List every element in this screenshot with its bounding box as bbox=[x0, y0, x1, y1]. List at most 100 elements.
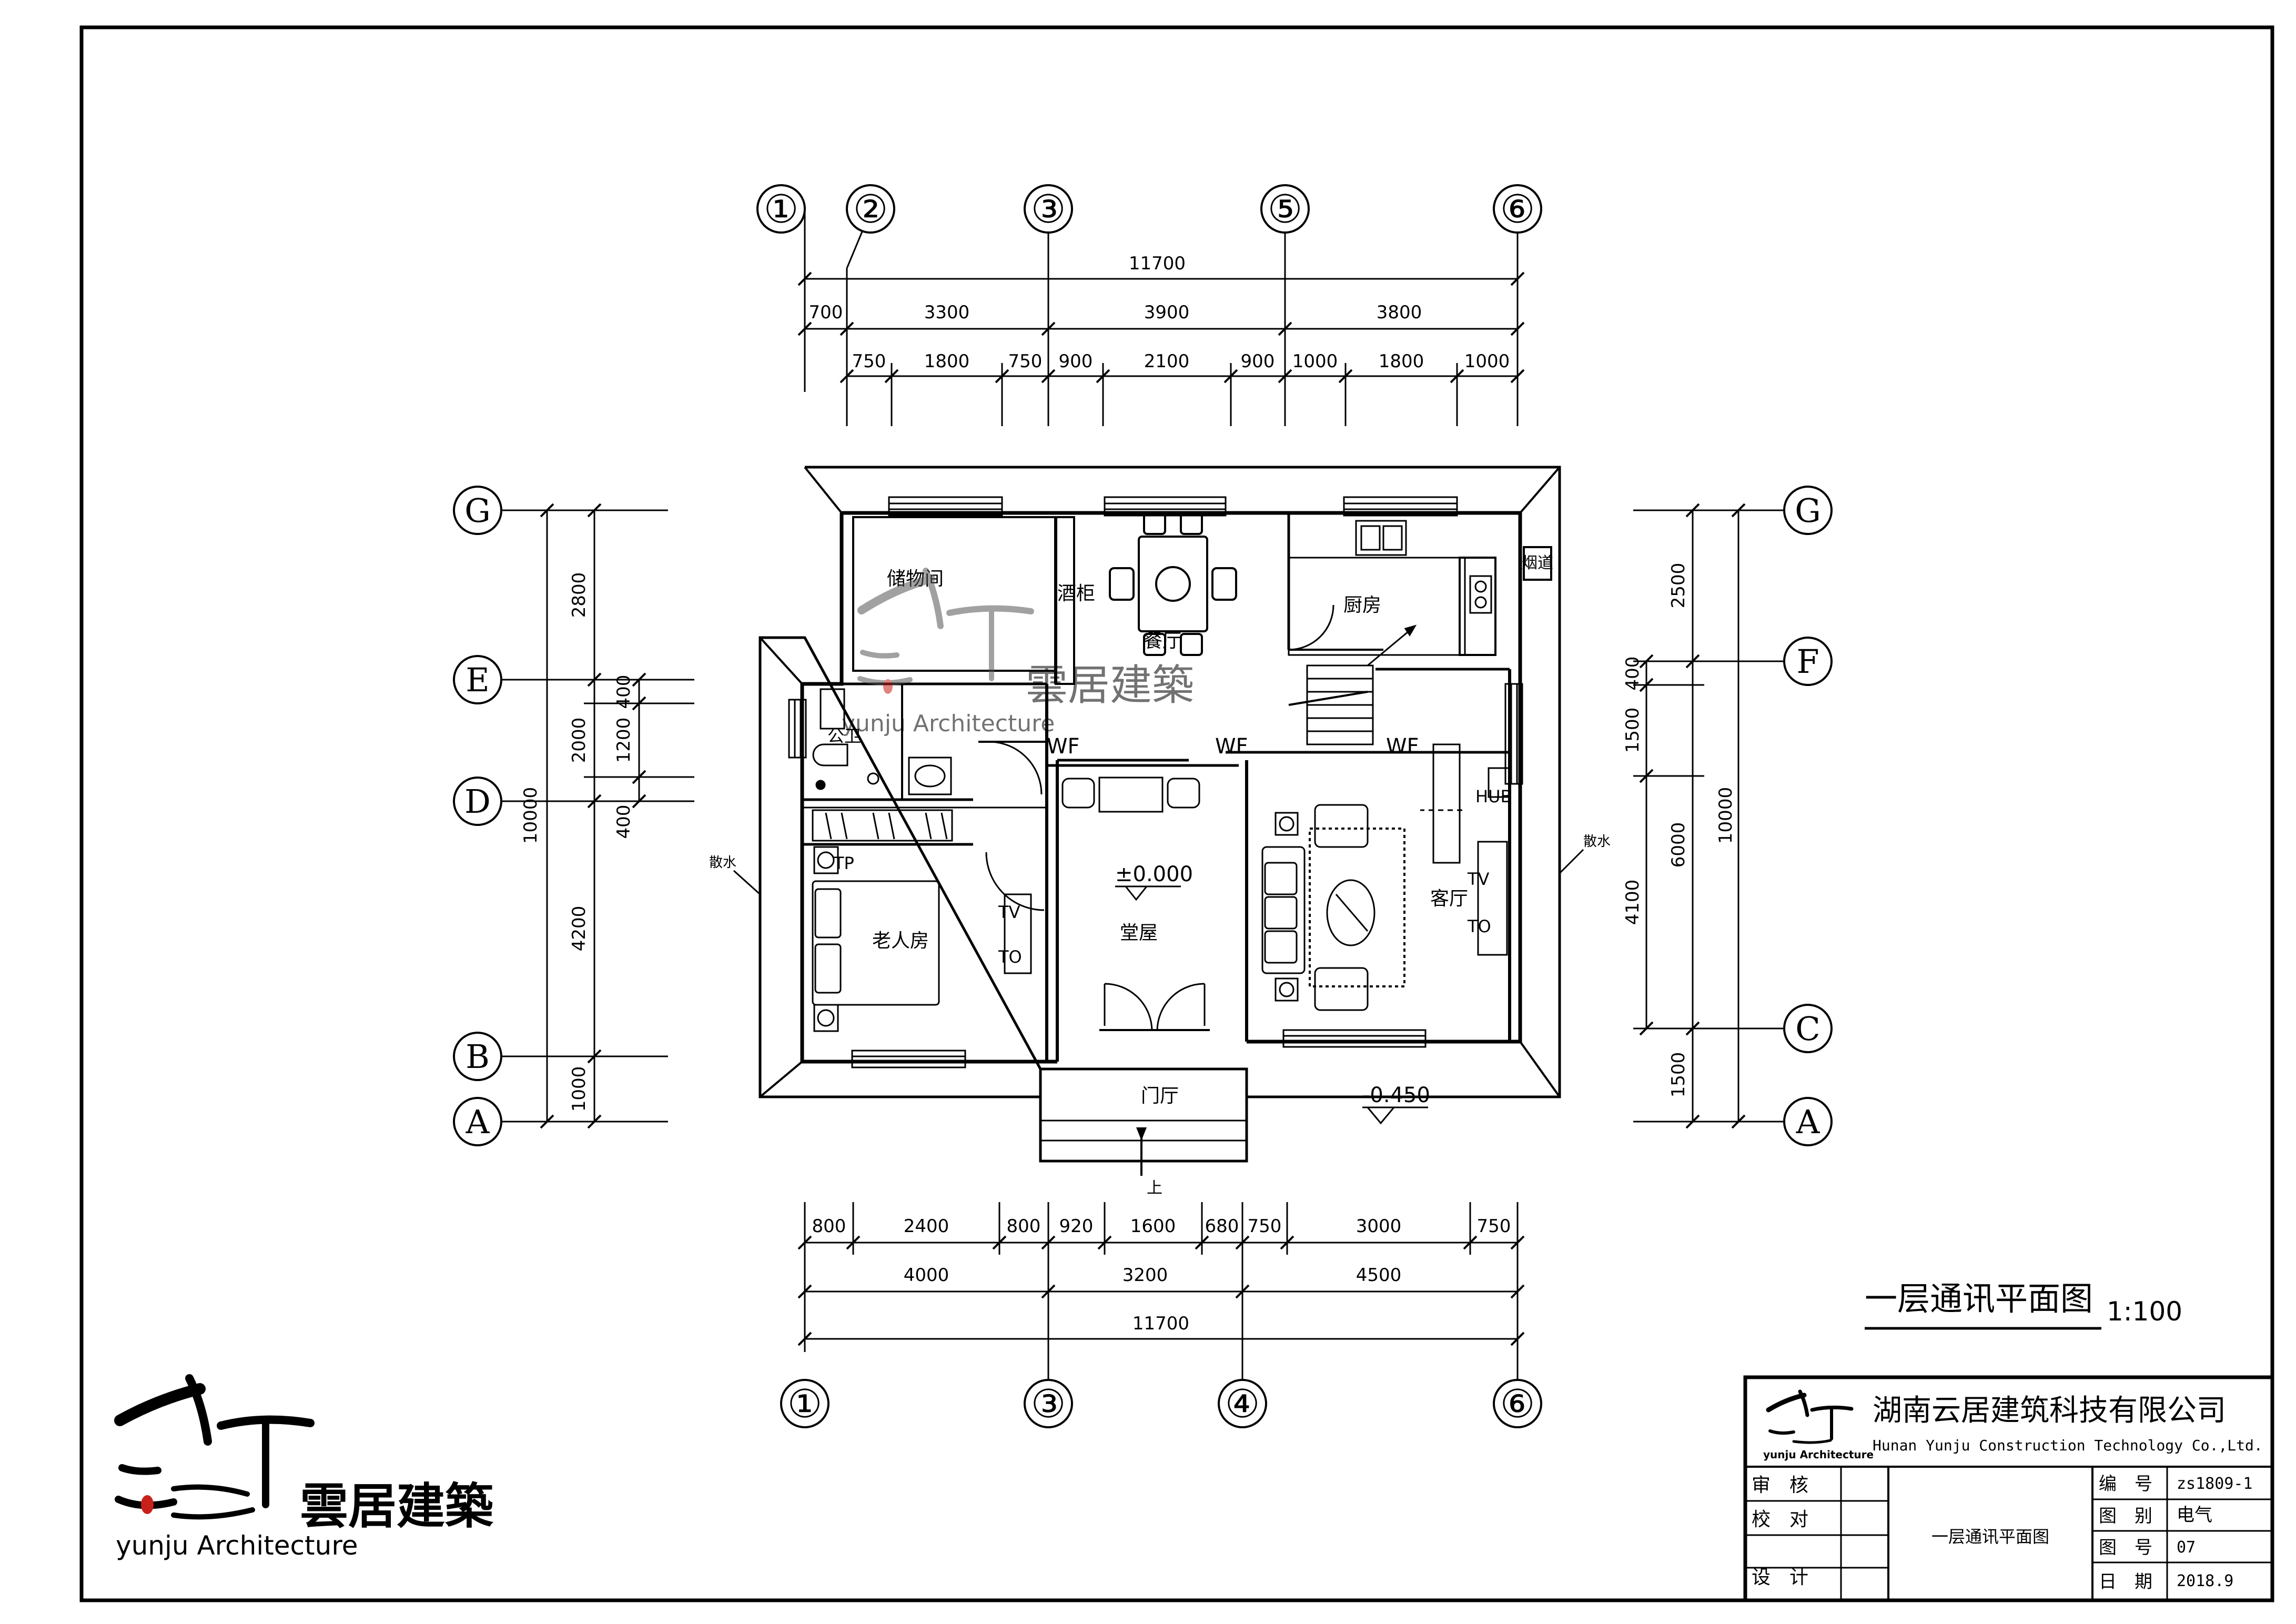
label-tp: TP bbox=[833, 853, 854, 873]
dim-bottom-total: 11700 bbox=[1132, 1313, 1189, 1334]
dim-left-inner-1: 400 bbox=[613, 675, 634, 709]
dim-left-inner-2: 1200 bbox=[613, 718, 634, 763]
axis-left-e: E bbox=[466, 661, 489, 699]
axis-top-2: ② bbox=[853, 187, 888, 232]
label-wf-2: WF bbox=[1215, 734, 1248, 759]
room-kitchen: 厨房 bbox=[1343, 594, 1381, 616]
drawing-title: 一层通讯平面图 bbox=[1865, 1279, 2093, 1318]
room-chimney: 烟道 bbox=[1522, 554, 1553, 572]
dim-left-part-3: 4200 bbox=[569, 906, 590, 952]
room-dining: 餐厅 bbox=[1144, 630, 1181, 652]
dim-bottom-mid-1: 4000 bbox=[904, 1265, 949, 1286]
axis-left-b: B bbox=[466, 1037, 490, 1076]
dim-top-fine-6: 900 bbox=[1241, 351, 1275, 372]
porch bbox=[1039, 1067, 1248, 1176]
label-up: 上 bbox=[1147, 1179, 1162, 1197]
label-to-elder: TO bbox=[998, 947, 1022, 967]
elder-room-furniture bbox=[812, 809, 1032, 1032]
row-value-category: 电气 bbox=[2177, 1505, 2212, 1526]
axis-right-f: F bbox=[1796, 642, 1819, 681]
dim-top-mid-3: 3900 bbox=[1144, 302, 1190, 323]
dim-bottom-fine-3: 800 bbox=[1007, 1216, 1041, 1237]
dim-left-part-4: 1000 bbox=[569, 1066, 590, 1112]
axis-bottom-4: ④ bbox=[1225, 1381, 1260, 1427]
axis-left-g: G bbox=[464, 491, 491, 530]
dim-bottom-fine-7: 750 bbox=[1248, 1216, 1282, 1237]
label-wf-1: WF bbox=[1047, 734, 1080, 759]
axis-right-a: A bbox=[1796, 1103, 1820, 1141]
dim-right-part-2: 6000 bbox=[1668, 822, 1689, 868]
label-design: 设 计 bbox=[1752, 1567, 1808, 1588]
label-tv-living: TV bbox=[1467, 869, 1490, 889]
row-value-date: 2018.9 bbox=[2177, 1572, 2233, 1590]
dim-bottom-fine-5: 1600 bbox=[1130, 1216, 1176, 1237]
title-block bbox=[1743, 1375, 2274, 1602]
dim-right-inner-3: 4100 bbox=[1622, 880, 1643, 925]
logo-english-name: yunju Architecture bbox=[116, 1530, 358, 1561]
room-hall: 堂屋 bbox=[1120, 922, 1158, 944]
row-value-number: zs1809-1 bbox=[2177, 1475, 2253, 1493]
dim-top-mid-2: 3300 bbox=[924, 302, 970, 323]
drawing-border bbox=[79, 25, 2274, 1602]
label-hub: HUB bbox=[1475, 786, 1512, 806]
label-check: 校 对 bbox=[1752, 1509, 1808, 1530]
left-axis-markers bbox=[453, 486, 502, 1146]
title-block-logo-text: yunju Architecture bbox=[1763, 1448, 1874, 1461]
top-dimensions bbox=[804, 268, 1519, 426]
dim-top-fine-3: 750 bbox=[1008, 351, 1043, 372]
axis-top-6: ⑥ bbox=[1500, 187, 1535, 232]
row-value-drawing-no: 07 bbox=[2177, 1538, 2196, 1557]
row-label-drawing-no: 图 号 bbox=[2099, 1537, 2152, 1558]
label-tv-elder: TV bbox=[998, 902, 1020, 922]
elevation-markers bbox=[1115, 885, 1428, 1125]
axis-top-1: ① bbox=[764, 187, 798, 232]
right-axis-markers bbox=[1783, 486, 1833, 1146]
dim-bottom-fine-6: 680 bbox=[1205, 1216, 1239, 1237]
logo-red-drop bbox=[141, 1495, 154, 1514]
row-label-number: 编 号 bbox=[2099, 1474, 2152, 1495]
axis-top-3: ③ bbox=[1031, 187, 1066, 232]
dim-bottom-fine-9: 750 bbox=[1477, 1216, 1511, 1237]
dim-right-part-1: 2500 bbox=[1668, 563, 1689, 609]
axis-right-g: G bbox=[1795, 491, 1821, 530]
dim-top-fine-4: 900 bbox=[1059, 351, 1093, 372]
dim-right-inner-2: 1500 bbox=[1622, 708, 1643, 753]
dim-right-inner-1: 400 bbox=[1622, 657, 1643, 691]
axis-bottom-1: ① bbox=[787, 1381, 822, 1427]
top-axis-markers bbox=[756, 184, 1542, 269]
dim-top-mid-4: 3800 bbox=[1377, 302, 1422, 323]
label-drain-left: 散水 bbox=[709, 855, 736, 871]
dim-top-fine-1: 750 bbox=[852, 351, 886, 372]
hall-furniture bbox=[1047, 764, 1239, 813]
dim-right-total: 10000 bbox=[1715, 787, 1736, 844]
label-to-living: TO bbox=[1467, 916, 1491, 936]
dim-right-part-3: 1500 bbox=[1668, 1052, 1689, 1098]
axis-bottom-6: ⑥ bbox=[1500, 1381, 1535, 1427]
dim-left-inner-3: 400 bbox=[613, 805, 634, 839]
room-elder: 老人房 bbox=[872, 930, 929, 952]
company-name-cn: 湖南云居建筑科技有限公司 bbox=[1873, 1394, 2226, 1428]
dim-left-part-2: 2000 bbox=[569, 718, 590, 763]
dim-bottom-fine-4: 920 bbox=[1059, 1216, 1094, 1237]
dim-left-total: 10000 bbox=[520, 787, 541, 844]
dining-table bbox=[1109, 512, 1237, 656]
dim-bottom-mid-3: 4500 bbox=[1356, 1265, 1402, 1286]
watermark-logo: 雲居建築 yunju Architecture bbox=[842, 568, 1194, 737]
right-dimensions bbox=[1633, 509, 1783, 1123]
title-block-logo-mark bbox=[1766, 1389, 1854, 1444]
axis-top-5: ⑤ bbox=[1268, 187, 1302, 232]
logo-chinese-name: 雲居建築 bbox=[300, 1478, 494, 1535]
windows bbox=[788, 496, 1523, 1068]
dim-bottom-fine-1: 800 bbox=[812, 1216, 846, 1237]
row-label-category: 图 别 bbox=[2099, 1506, 2152, 1527]
title-block-drawing-name: 一层通讯平面图 bbox=[1931, 1527, 2049, 1547]
axis-left-a: A bbox=[466, 1103, 490, 1141]
label-review: 审 核 bbox=[1752, 1475, 1808, 1496]
dim-bottom-fine-8: 3000 bbox=[1356, 1216, 1402, 1237]
dim-top-mid-1: 700 bbox=[809, 302, 843, 323]
room-living: 客厅 bbox=[1430, 888, 1468, 910]
dim-bottom-fine-2: 2400 bbox=[904, 1216, 949, 1237]
living-room-furniture bbox=[1261, 743, 1511, 1011]
dim-left-part-1: 2800 bbox=[569, 572, 590, 618]
